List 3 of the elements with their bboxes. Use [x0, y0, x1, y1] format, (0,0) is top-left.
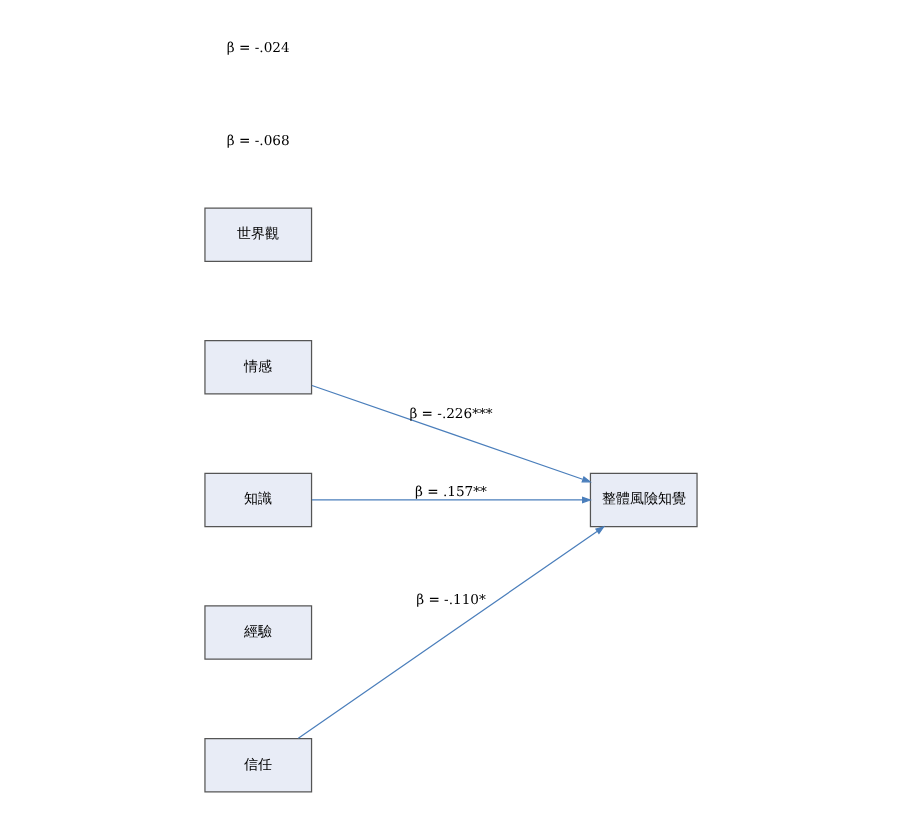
- arrow: [311, 384, 592, 483]
- arrow: [297, 525, 606, 739]
- arrow: [311, 496, 592, 504]
